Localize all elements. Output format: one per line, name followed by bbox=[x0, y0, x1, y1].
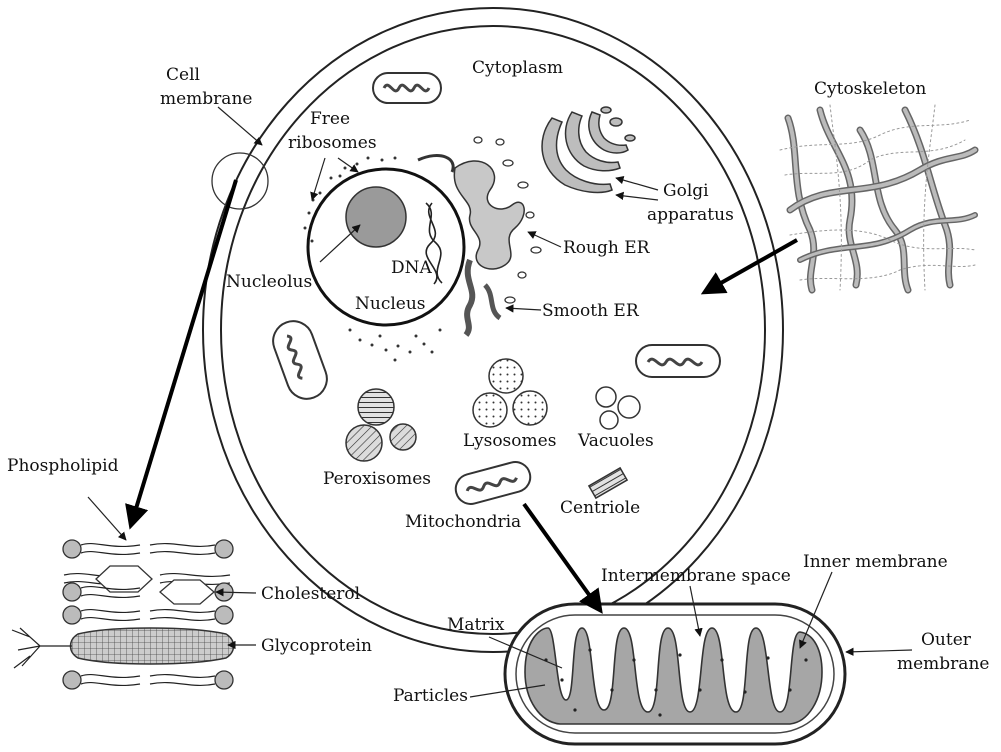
label-outer-membrane-1: Outer bbox=[921, 630, 972, 650]
label-centriole: Centriole bbox=[560, 498, 640, 518]
label-free-ribosomes-1: Free bbox=[310, 109, 350, 129]
label-phospholipid: Phospholipid bbox=[7, 456, 119, 476]
label-nucleolus: Nucleolus bbox=[226, 272, 312, 292]
label-intermembrane-space: Intermembrane space bbox=[601, 566, 791, 586]
membrane-bilayer bbox=[12, 540, 234, 689]
label-outer-membrane-2: membrane bbox=[897, 654, 989, 674]
phospholipid-row-4 bbox=[63, 671, 233, 689]
label-free-ribosomes-2: ribosomes bbox=[288, 133, 377, 153]
label-nucleus: Nucleus bbox=[355, 294, 426, 314]
nucleolus bbox=[346, 187, 406, 247]
label-cytoplasm: Cytoplasm bbox=[472, 58, 563, 78]
label-golgi-2: apparatus bbox=[647, 205, 734, 225]
mitochondrion-detail bbox=[505, 604, 845, 744]
label-rough-er: Rough ER bbox=[563, 238, 651, 258]
label-matrix: Matrix bbox=[447, 615, 505, 635]
phospholipid-row-1 bbox=[63, 540, 233, 558]
label-glycoprotein: Glycoprotein bbox=[261, 636, 372, 656]
label-vacuoles: Vacuoles bbox=[577, 431, 654, 451]
label-peroxisomes: Peroxisomes bbox=[323, 469, 431, 489]
label-lysosomes: Lysosomes bbox=[463, 431, 556, 451]
label-golgi-1: Golgi bbox=[663, 181, 709, 201]
label-cytoskeleton: Cytoskeleton bbox=[814, 79, 926, 99]
label-dna: DNA bbox=[391, 258, 433, 278]
label-cell-membrane-2: membrane bbox=[160, 89, 252, 109]
label-cell-membrane-1: Cell bbox=[166, 65, 200, 85]
glycoprotein bbox=[12, 628, 234, 668]
label-particles: Particles bbox=[393, 686, 468, 706]
label-smooth-er: Smooth ER bbox=[542, 301, 640, 321]
label-inner-membrane: Inner membrane bbox=[803, 552, 948, 572]
phospholipid-row-3 bbox=[63, 606, 233, 624]
label-cholesterol: Cholesterol bbox=[261, 584, 360, 604]
label-mitochondria: Mitochondria bbox=[405, 512, 521, 532]
cytoskeleton bbox=[780, 105, 975, 290]
